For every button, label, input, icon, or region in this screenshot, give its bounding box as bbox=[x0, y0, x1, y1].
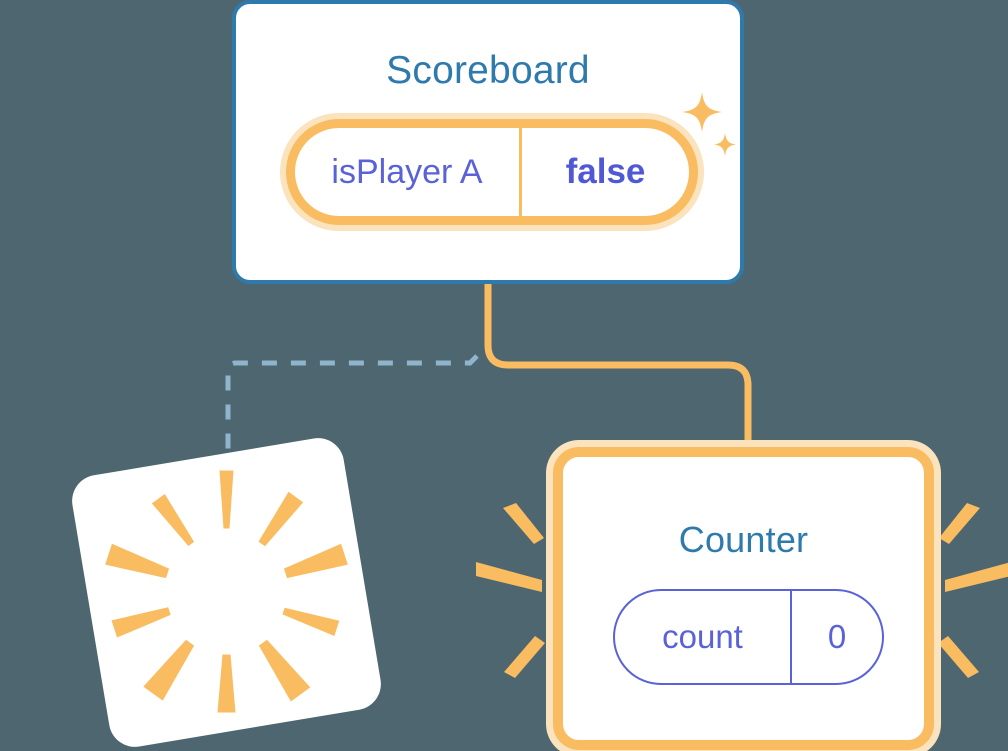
sparkle-large-icon bbox=[682, 92, 722, 132]
connector-solid-scoreboard-to-counter bbox=[484, 281, 752, 455]
counter-state-pill[interactable]: count 0 bbox=[613, 589, 884, 685]
counter-title: Counter bbox=[678, 519, 809, 560]
scoreboard-state-key: isPlayer A bbox=[295, 128, 522, 216]
blank-card[interactable] bbox=[68, 434, 385, 751]
scoreboard-state-value: false bbox=[565, 152, 646, 191]
scoreboard-title: Scoreboard bbox=[386, 49, 590, 92]
counter-state-key: count bbox=[615, 591, 792, 683]
counter-state-value: 0 bbox=[827, 618, 847, 655]
counter-burst-right-icon bbox=[938, 503, 1008, 678]
sparkle-small-icon bbox=[714, 133, 736, 156]
scoreboard-state-pill[interactable]: isPlayer A false bbox=[286, 119, 698, 225]
counter-card[interactable]: Counter count 0 bbox=[553, 447, 934, 750]
scoreboard-card[interactable]: Scoreboard isPlayer A false bbox=[232, 0, 744, 284]
sparkle-group bbox=[682, 92, 736, 156]
